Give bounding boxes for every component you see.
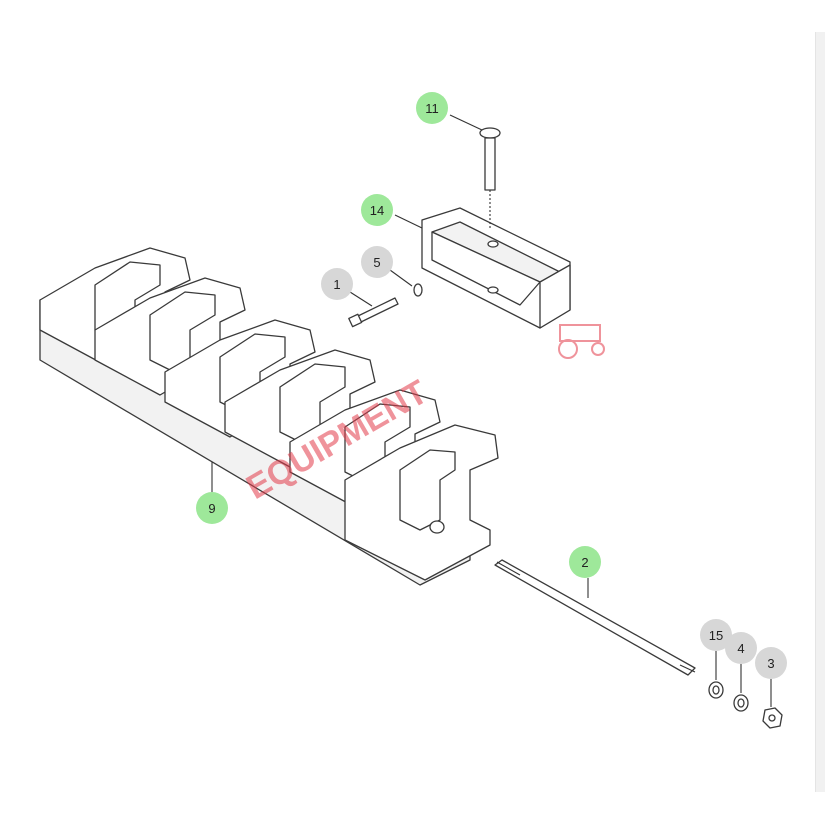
hardware-set <box>708 681 783 729</box>
callout-badge <box>416 92 448 124</box>
callout-14: 14 <box>361 194 423 229</box>
callout-leader <box>394 214 423 229</box>
callout-layer: 11 14 5 1 9 2 15 4 3 <box>196 92 787 707</box>
threaded-rod <box>494 559 696 676</box>
tractor-icon <box>558 324 605 359</box>
callout-label: 3 <box>767 656 774 671</box>
callout-label: 5 <box>373 255 380 270</box>
callout-label: 2 <box>581 555 588 570</box>
callout-badge <box>755 647 787 679</box>
callout-9: 9 <box>196 492 228 524</box>
side-bolt <box>348 283 423 328</box>
callout-11: 11 <box>416 92 483 131</box>
callout-15: 15 <box>700 619 732 680</box>
callout-badge <box>700 619 732 651</box>
callout-4: 4 <box>725 632 757 693</box>
callout-leader <box>389 269 413 287</box>
callout-label: 15 <box>709 628 723 643</box>
callout-badge <box>725 632 757 664</box>
scrollbar[interactable] <box>815 32 825 792</box>
callout-label: 4 <box>737 641 744 656</box>
callout-label: 1 <box>333 277 340 292</box>
callout-badge <box>569 546 601 578</box>
suitcase-weights <box>39 247 499 586</box>
callout-5: 5 <box>361 246 413 287</box>
callout-badge <box>361 194 393 226</box>
callout-badge <box>321 268 353 300</box>
callout-label: 11 <box>425 101 439 116</box>
callout-badge <box>361 246 393 278</box>
callout-2: 2 <box>569 546 601 598</box>
callout-label: 14 <box>370 203 384 218</box>
callout-1: 1 <box>321 268 373 307</box>
top-bolt <box>479 127 501 230</box>
callout-leader <box>349 291 373 307</box>
weight-bracket <box>421 207 571 329</box>
callout-label: 9 <box>208 501 215 516</box>
callout-leader <box>449 114 483 131</box>
callout-3: 3 <box>755 647 787 707</box>
callout-badge <box>196 492 228 524</box>
